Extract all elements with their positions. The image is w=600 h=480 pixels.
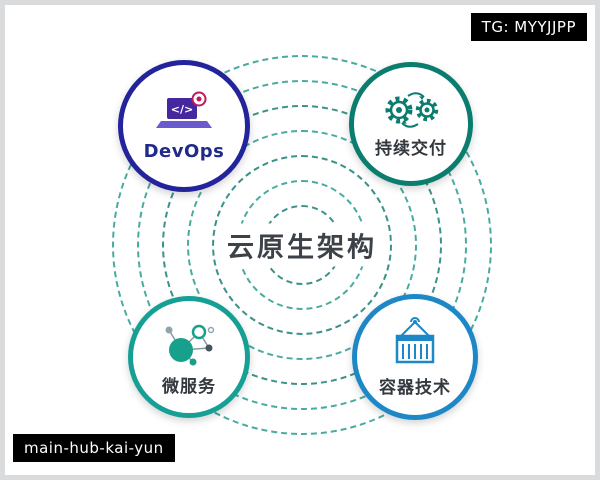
laptop-code-icon: </> [152, 91, 216, 137]
node-label-devops: DevOps [143, 140, 225, 162]
node-label-microservices: 微服务 [162, 376, 216, 397]
network-nodes-icon [159, 318, 219, 368]
node-continuous-delivery: 持续交付 [349, 62, 473, 186]
node-label-container-tech: 容器技术 [379, 377, 451, 398]
node-label-continuous-delivery: 持续交付 [375, 138, 447, 159]
node-container-tech: 容器技术 [352, 294, 478, 420]
svg-text:</>: </> [171, 103, 193, 116]
watermark-tag-top-right: TG: MYYJJPP [470, 13, 587, 41]
gears-cycle-icon [377, 90, 445, 130]
node-microservices: 微服务 [128, 296, 250, 418]
diagram-title: 云原生架构 [219, 223, 385, 267]
dashed-ring [112, 55, 492, 435]
node-devops: </> DevOps [118, 60, 250, 192]
watermark-tag-bottom-left: main-hub-kai-yun [13, 434, 175, 462]
crane-container-icon [385, 316, 445, 369]
